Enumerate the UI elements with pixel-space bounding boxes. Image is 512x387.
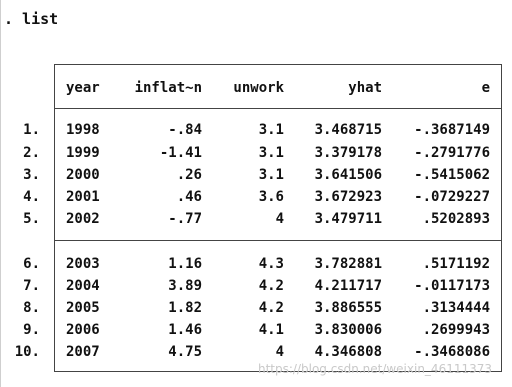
table-cell: -.3687149 xyxy=(414,122,490,138)
table-cell: -.5415062 xyxy=(414,167,490,183)
left-border xyxy=(0,0,1,387)
table-cell: 4 xyxy=(275,344,284,360)
table-cell: 4.3 xyxy=(258,256,284,272)
table-cell: 3.89 xyxy=(168,278,202,294)
table-cell: .3134444 xyxy=(422,300,490,316)
table-cell: 4 xyxy=(275,211,284,227)
table-cell: 1998 xyxy=(66,122,100,138)
results-table xyxy=(54,64,502,372)
table-cell: 1.16 xyxy=(168,256,202,272)
table-cell: 1.46 xyxy=(168,322,202,338)
table-cell: -.77 xyxy=(168,211,202,227)
row-index: 7. xyxy=(23,278,40,294)
table-cell: 4.75 xyxy=(168,344,202,360)
row-index: 8. xyxy=(23,300,40,316)
table-cell: 3.479711 xyxy=(314,211,382,227)
table-cell: 3.1 xyxy=(258,167,284,183)
table-cell: .5202893 xyxy=(422,211,490,227)
table-cell: .46 xyxy=(176,189,202,205)
table-cell: 2005 xyxy=(66,300,100,316)
table-cell: 3.782881 xyxy=(314,256,382,272)
table-cell: 2004 xyxy=(66,278,100,294)
table-cell: 2007 xyxy=(66,344,100,360)
table-cell: 3.1 xyxy=(258,122,284,138)
table-cell: 4.2 xyxy=(258,300,284,316)
group-separator xyxy=(54,240,502,241)
table-cell: 2001 xyxy=(66,189,100,205)
table-cell: .2699943 xyxy=(422,322,490,338)
row-index: 9. xyxy=(23,322,40,338)
table-cell: 2002 xyxy=(66,211,100,227)
table-cell: -.2791776 xyxy=(414,145,490,161)
table-cell: -1.41 xyxy=(159,145,202,161)
table-cell: -.84 xyxy=(168,122,202,138)
row-index: 10. xyxy=(14,344,40,360)
table-cell: -.0117173 xyxy=(414,278,490,294)
table-cell: -.3468086 xyxy=(414,344,490,360)
table-cell: 4.2 xyxy=(258,278,284,294)
column-header-inflation: inflat~n xyxy=(134,80,202,96)
column-header-year: year xyxy=(66,80,100,96)
table-cell: 3.641506 xyxy=(314,167,382,183)
table-cell: 2003 xyxy=(66,256,100,272)
row-index: 5. xyxy=(23,211,40,227)
table-cell: 3.6 xyxy=(258,189,284,205)
table-cell: 3.1 xyxy=(258,145,284,161)
row-index: 6. xyxy=(23,256,40,272)
column-header-yhat: yhat xyxy=(348,80,382,96)
table-cell: -.0729227 xyxy=(414,189,490,205)
table-cell: 4.1 xyxy=(258,322,284,338)
table-cell: 4.346808 xyxy=(314,344,382,360)
table-cell: 3.886555 xyxy=(314,300,382,316)
row-index: 3. xyxy=(23,167,40,183)
watermark: https://blog.csdn.net/weixin_46111373 xyxy=(258,362,493,376)
table-cell: 1999 xyxy=(66,145,100,161)
table-cell: 2006 xyxy=(66,322,100,338)
header-separator xyxy=(54,108,502,109)
table-cell: 3.672923 xyxy=(314,189,382,205)
row-index: 1. xyxy=(23,122,40,138)
table-cell: 3.468715 xyxy=(314,122,382,138)
table-cell: .26 xyxy=(176,167,202,183)
table-cell: 2000 xyxy=(66,167,100,183)
command-prompt: . list xyxy=(4,10,59,28)
table-cell: 1.82 xyxy=(168,300,202,316)
table-cell: 4.211717 xyxy=(314,278,382,294)
row-index: 2. xyxy=(23,145,40,161)
table-cell: 3.830006 xyxy=(314,322,382,338)
row-index: 4. xyxy=(23,189,40,205)
table-cell: 3.379178 xyxy=(314,145,382,161)
table-cell: .5171192 xyxy=(422,256,490,272)
column-header-unwork: unwork xyxy=(233,80,284,96)
column-header-e: e xyxy=(481,80,490,96)
